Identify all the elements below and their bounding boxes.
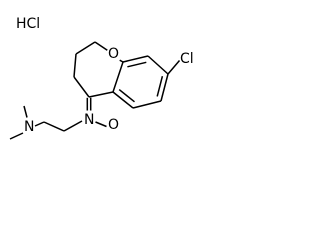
bond-n-o-oxime [95,121,107,128]
bond-aryl-inner-1 [118,89,135,103]
bond-aryl-1 [112,61,124,93]
bond-aryl-5 [147,55,169,75]
bond-n-methyl-up [23,105,28,118]
imine-nitrogen-label: N [84,112,94,128]
bond-aryl-inner-3 [127,61,147,68]
bond-ch2-ch2-lower [73,53,77,78]
bond-ch2-c-imine [73,76,90,98]
amine-nitrogen-label: N [24,119,34,135]
ring-oxygen-label: O [108,46,119,62]
oxime-oxygen-label: O [108,117,119,133]
bond-o-ch2 [63,120,83,132]
bond-ch2-ch2 [75,41,96,55]
bond-n-methyl-down [9,132,24,140]
bond-aryl-4 [160,73,169,102]
bond-ch2-n-amine [34,121,45,127]
bond-c-imine-aryl [88,91,114,98]
bond-ch2-ch2-chain [43,121,65,132]
bond-aryl-3 [132,100,162,109]
structure-canvas: HCl O Cl N O N [9,16,194,140]
atom-labels: HCl O Cl N O N [16,16,194,135]
bonds [9,41,181,140]
bond-aryl-o-ring [119,59,124,63]
bond-o-ring-ch2 [94,41,108,51]
bond-aryl-cl [167,60,181,75]
bond-aryl-inner-2 [156,76,164,97]
bond-aryl-2 [112,91,134,109]
chlorine-label: Cl [180,51,194,67]
bond-aryl-6 [122,55,149,63]
salt-label: HCl [16,16,40,32]
